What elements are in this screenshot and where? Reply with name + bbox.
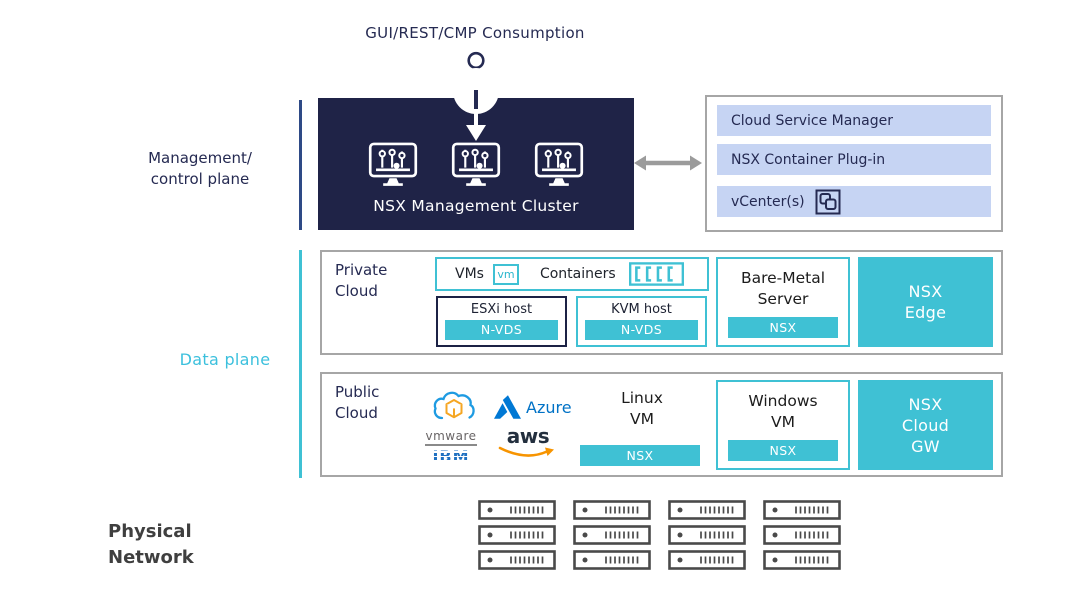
bare-metal-nsx-bar: NSX: [728, 317, 838, 338]
nsx-cloud-gw-box: NSX Cloud GW: [858, 380, 993, 470]
bidirectional-arrow-icon: [634, 155, 702, 171]
server-icon: [478, 550, 556, 570]
vm-badge: vm: [492, 263, 519, 285]
server-icon: [478, 500, 556, 520]
server-icon: [668, 525, 746, 545]
server-icon: [573, 550, 651, 570]
server-grid: [478, 500, 841, 570]
server-icon: [763, 525, 841, 545]
monitor-sliders-icon: [534, 140, 584, 188]
vmware-label: vmware: [425, 429, 477, 443]
data-plane-bracket: [299, 250, 302, 478]
ibm-stripe: [430, 451, 472, 453]
kvm-nvds-bar: N-VDS: [585, 320, 698, 340]
vms-label: VMs: [455, 266, 484, 282]
management-plane-bracket: [299, 100, 302, 230]
monitor-icons-row: [318, 140, 634, 188]
cluster-label: NSX Management Cluster: [373, 197, 579, 215]
linux-nsx-bar: NSX: [580, 445, 700, 466]
ibm-stripe: [430, 455, 472, 458]
esxi-host-title: ESXi host: [470, 302, 533, 317]
esxi-nvds-bar: N-VDS: [445, 320, 558, 340]
ibm-stripe: [430, 460, 472, 462]
server-icon: [573, 500, 651, 520]
windows-vm-box: Windows VM NSX: [716, 380, 850, 470]
kvm-host-title: KVM host: [611, 302, 672, 317]
public-cloud-panel: Public Cloud Azure vmware IBM: [320, 372, 1003, 477]
vcenter-icon: [815, 189, 841, 214]
linux-vm-label: Linux VM: [621, 389, 663, 428]
down-arrow-icon: [466, 90, 486, 141]
azure-label: Azure: [526, 397, 572, 417]
ibm-logo: IBM: [430, 447, 472, 466]
kvm-host-box: KVM host N-VDS: [576, 296, 707, 347]
vmware-on-ibm-logo: vmware IBM: [425, 429, 477, 466]
containers-label: Containers: [539, 266, 616, 282]
private-cloud-label: Private Cloud: [335, 261, 388, 300]
nsx-edge-box: NSX Edge: [858, 257, 993, 347]
bare-metal-title: Bare-Metal Server: [740, 269, 826, 308]
server-icon: [668, 550, 746, 570]
server-icon: [478, 525, 556, 545]
app-row-cloud-service-manager: Cloud Service Manager: [717, 105, 991, 136]
windows-nsx-bar: NSX: [728, 440, 838, 461]
management-apps-panel: Cloud Service Manager NSX Container Plug…: [705, 95, 1003, 232]
workloads-box: VMs vm Containers: [435, 257, 709, 291]
containers-icon: [628, 262, 684, 286]
esxi-host-box: ESXi host N-VDS: [436, 296, 567, 347]
monitor-sliders-icon: [368, 140, 418, 188]
aws-label: aws: [506, 424, 550, 448]
consumption-title: GUI/REST/CMP Consumption: [365, 24, 585, 42]
azure-icon: [494, 395, 521, 419]
cloud-cube-icon: [433, 391, 475, 420]
server-icon: [573, 525, 651, 545]
azure-logo: Azure: [494, 395, 572, 419]
aws-smile-icon: [498, 446, 554, 457]
app-row-nsx-container-plugin: NSX Container Plug-in: [717, 144, 991, 175]
server-icon: [763, 500, 841, 520]
windows-vm-label: Windows VM: [748, 392, 818, 431]
app-row-vcenter: vCenter(s): [717, 186, 991, 217]
physical-network-label: Physical Network: [108, 521, 194, 568]
public-cloud-label: Public Cloud: [335, 383, 380, 422]
server-icon: [668, 500, 746, 520]
data-plane-label: Data plane: [179, 350, 271, 369]
logo-divider: [425, 444, 477, 446]
monitor-sliders-icon: [451, 140, 501, 188]
management-plane-label: Management/ control plane: [148, 149, 252, 188]
private-cloud-panel: Private Cloud VMs vm Containers ESXi hos…: [320, 250, 1003, 355]
bare-metal-server-box: Bare-Metal Server NSX: [716, 257, 850, 347]
server-icon: [763, 550, 841, 570]
aws-logo: aws: [498, 426, 558, 459]
